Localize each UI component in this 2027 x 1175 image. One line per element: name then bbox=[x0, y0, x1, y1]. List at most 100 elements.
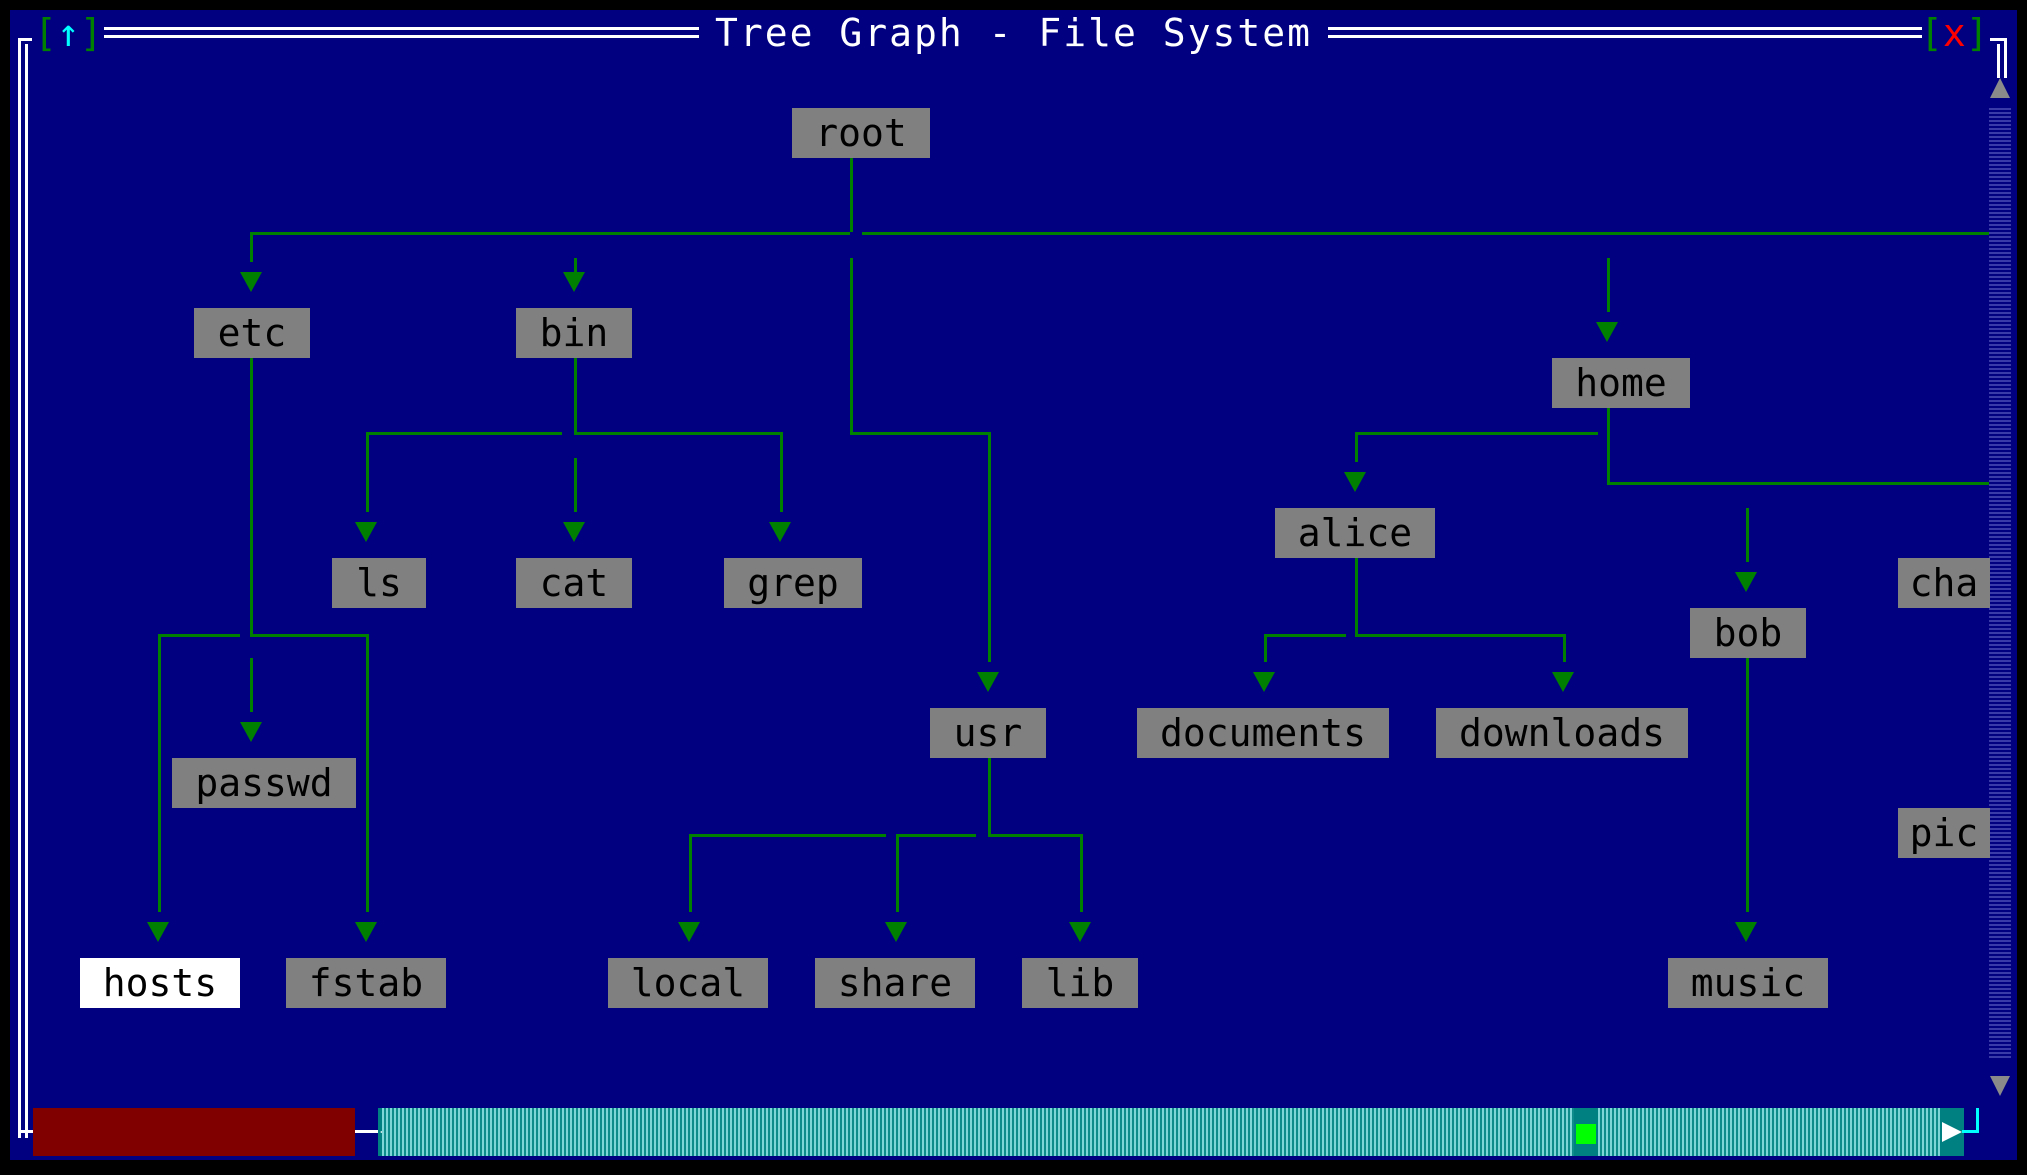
frame-right-inner bbox=[1997, 44, 2000, 78]
tree-node-alice[interactable]: alice bbox=[1275, 508, 1435, 558]
tree-node-documents[interactable]: documents bbox=[1137, 708, 1389, 758]
tree-node-pic[interactable]: pic bbox=[1898, 808, 1990, 858]
tree-node-downloads[interactable]: downloads bbox=[1436, 708, 1688, 758]
arrow-down-icon bbox=[1552, 672, 1574, 692]
arrow-down-icon bbox=[1344, 472, 1366, 492]
tree-node-usr[interactable]: usr bbox=[930, 708, 1046, 758]
tree-edge bbox=[1607, 258, 1610, 312]
tree-edge bbox=[988, 432, 991, 662]
tree-edge bbox=[1355, 432, 1598, 435]
arrow-down-icon bbox=[1069, 922, 1091, 942]
tree-edge bbox=[158, 634, 161, 912]
frame-corner-tr bbox=[1990, 38, 2007, 41]
up-arrow-icon: ↑ bbox=[56, 11, 80, 55]
tree-edge bbox=[250, 232, 253, 262]
tree-edge bbox=[250, 634, 366, 637]
tree-edge bbox=[1607, 408, 1610, 482]
tree-node-ls[interactable]: ls bbox=[332, 558, 426, 608]
frame-top-line-b2 bbox=[1322, 35, 1922, 38]
tree-edge bbox=[574, 432, 780, 435]
tree-node-grep[interactable]: grep bbox=[724, 558, 862, 608]
scroll-up-arrow-icon[interactable] bbox=[1990, 78, 2010, 98]
horizontal-scrollbar[interactable] bbox=[382, 1108, 1964, 1156]
tree-edge bbox=[850, 158, 853, 232]
tree-node-cha[interactable]: cha bbox=[1898, 558, 1990, 608]
tree-node-passwd[interactable]: passwd bbox=[172, 758, 356, 808]
tree-edge bbox=[1080, 834, 1083, 912]
arrow-down-icon bbox=[240, 722, 262, 742]
tree-edge bbox=[1746, 658, 1749, 912]
hscroll-thumb[interactable] bbox=[1576, 1124, 1596, 1144]
tree-edge bbox=[1355, 432, 1358, 462]
tree-node-music[interactable]: music bbox=[1668, 958, 1828, 1008]
tree-edge bbox=[689, 834, 692, 912]
tree-edge bbox=[780, 432, 783, 512]
window-up-button[interactable]: [↑] bbox=[34, 11, 103, 55]
tree-edge bbox=[1355, 634, 1563, 637]
tree-edge bbox=[1264, 634, 1346, 637]
frame-top-line-a1 bbox=[104, 27, 724, 30]
arrow-down-icon bbox=[678, 922, 700, 942]
tree-edge bbox=[1264, 634, 1267, 662]
window-title: Tree Graph - File System bbox=[698, 11, 1329, 55]
tree-edge bbox=[574, 258, 577, 282]
arrow-down-icon bbox=[1253, 672, 1275, 692]
tree-node-fstab[interactable]: fstab bbox=[286, 958, 446, 1008]
tree-edge bbox=[850, 258, 853, 432]
close-icon: x bbox=[1942, 11, 1966, 55]
tree-edge bbox=[250, 658, 253, 712]
corner-marker-h bbox=[1962, 1130, 1979, 1133]
frame-left-inner bbox=[25, 44, 28, 1138]
window-close-button[interactable]: [x] bbox=[1920, 11, 1989, 55]
tree-node-hosts[interactable]: hosts bbox=[80, 958, 240, 1008]
vertical-scrollbar[interactable] bbox=[1989, 108, 2011, 1058]
arrow-down-icon bbox=[240, 272, 262, 292]
window-title-bar: Tree Graph - File System bbox=[0, 8, 2027, 58]
tree-node-etc[interactable]: etc bbox=[194, 308, 310, 358]
tree-edge bbox=[158, 634, 240, 637]
scroll-right-arrow-icon[interactable] bbox=[1942, 1122, 1962, 1142]
tree-node-cat[interactable]: cat bbox=[516, 558, 632, 608]
tree-edge bbox=[896, 834, 899, 912]
tree-edge bbox=[1563, 634, 1566, 662]
arrow-down-icon bbox=[1596, 322, 1618, 342]
tree-edge bbox=[1607, 482, 1989, 485]
tree-node-root[interactable]: root bbox=[792, 108, 930, 158]
frame-top-line-a2 bbox=[104, 35, 724, 38]
tree-edge bbox=[250, 358, 253, 634]
arrow-down-icon bbox=[977, 672, 999, 692]
tree-edge bbox=[574, 358, 577, 432]
tree-node-bob[interactable]: bob bbox=[1690, 608, 1806, 658]
arrow-down-icon bbox=[563, 522, 585, 542]
tree-node-share[interactable]: share bbox=[815, 958, 975, 1008]
arrow-down-icon bbox=[885, 922, 907, 942]
frame-right-outer bbox=[2004, 38, 2007, 78]
tree-node-local[interactable]: local bbox=[608, 958, 768, 1008]
tree-edge bbox=[250, 232, 850, 235]
tree-edge bbox=[574, 458, 577, 512]
tree-node-lib[interactable]: lib bbox=[1022, 958, 1138, 1008]
arrow-down-icon bbox=[563, 272, 585, 292]
tree-edge bbox=[1355, 558, 1358, 634]
tree-edge bbox=[862, 232, 1989, 235]
scroll-down-arrow-icon[interactable] bbox=[1990, 1076, 2010, 1096]
arrow-down-icon bbox=[147, 922, 169, 942]
arrow-down-icon bbox=[1735, 572, 1757, 592]
tree-edge bbox=[1746, 508, 1749, 562]
tree-edge bbox=[896, 834, 976, 837]
arrow-down-icon bbox=[769, 522, 791, 542]
tree-node-home[interactable]: home bbox=[1552, 358, 1690, 408]
frame-left-outer bbox=[18, 38, 21, 1138]
tree-node-bin[interactable]: bin bbox=[516, 308, 632, 358]
arrow-down-icon bbox=[1735, 922, 1757, 942]
status-block bbox=[33, 1108, 355, 1156]
tree-edge bbox=[366, 432, 369, 512]
frame-top-line-b1 bbox=[1322, 27, 1922, 30]
tree-edge bbox=[366, 432, 562, 435]
tree-edge bbox=[689, 834, 886, 837]
corner-marker-v bbox=[1976, 1108, 1979, 1132]
frame-corner-tl bbox=[18, 38, 32, 41]
tree-edge bbox=[988, 758, 991, 834]
arrow-down-icon bbox=[355, 922, 377, 942]
